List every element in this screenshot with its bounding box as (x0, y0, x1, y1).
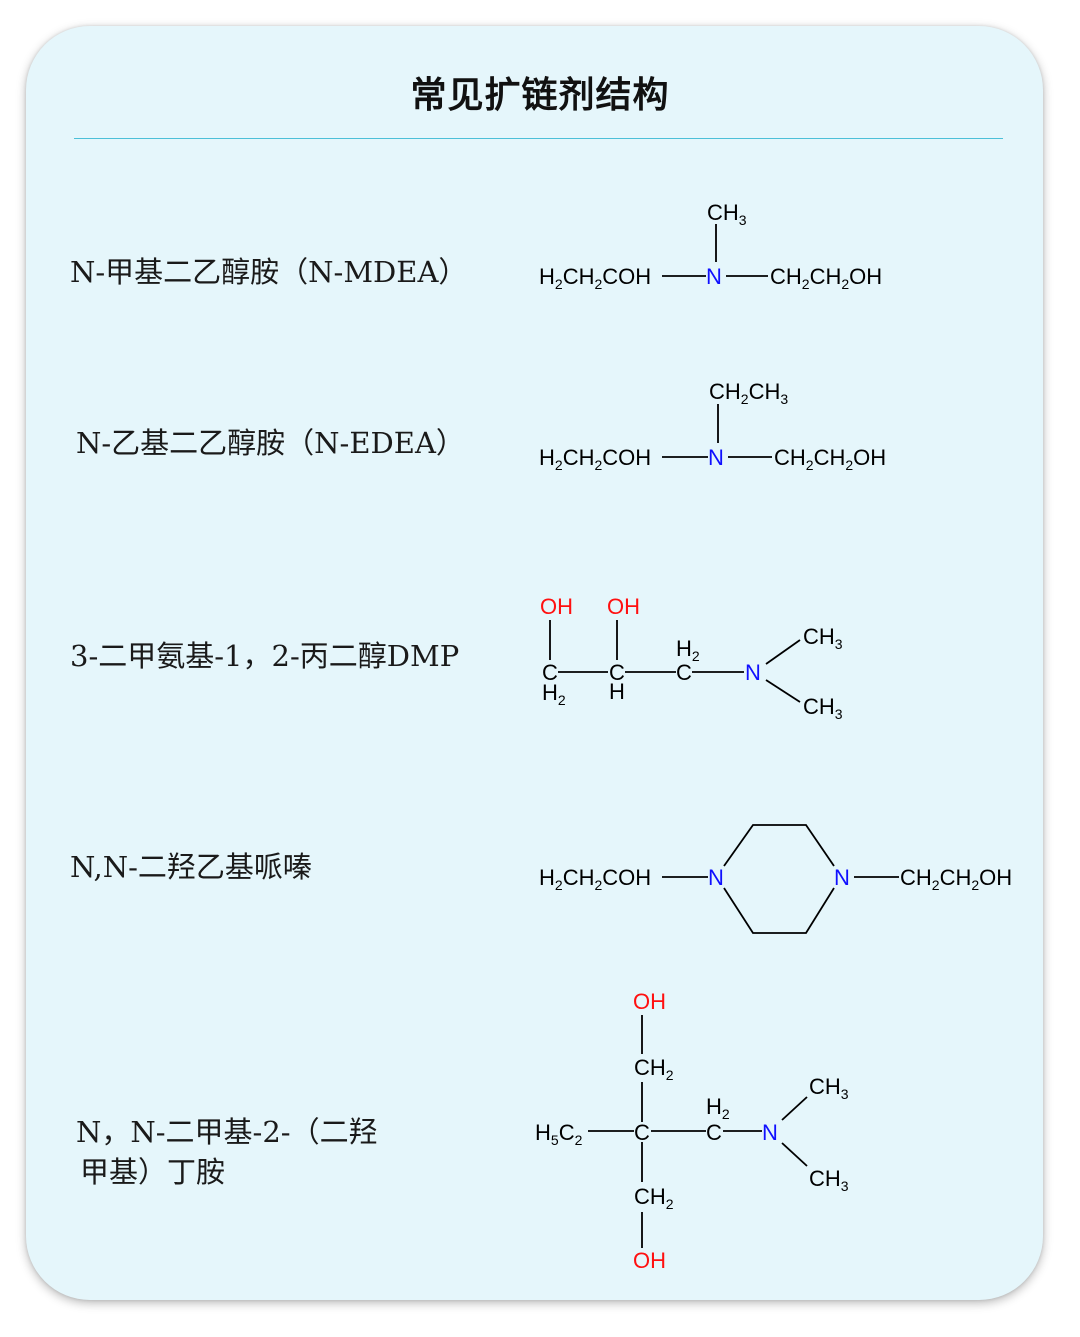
dmp-methyl-up: CH3 (803, 624, 843, 652)
but-ch2-bottom: CH2 (634, 1184, 674, 1212)
but-c-ch2: C (706, 1120, 722, 1145)
dmp-bond-n-me-up (765, 639, 801, 665)
dmp-bond-n-me-down (765, 679, 801, 703)
but-nitrogen: N (762, 1120, 778, 1145)
dmp-c3: C (676, 660, 692, 685)
pip-nitrogen-right: N (834, 865, 850, 890)
edea-left-chain: H2CH2COH (539, 445, 651, 473)
but-ethyl: H5C2 (535, 1120, 583, 1148)
compound-name-mdea: N-甲基二乙醇胺（N-MDEA） (70, 255, 468, 289)
dmp-c2: C (609, 660, 625, 685)
edea-nitrogen: N (708, 445, 724, 470)
mdea-methyl: CH3 (707, 200, 747, 228)
pip-left-chain: H2CH2COH (539, 865, 651, 893)
but-oh-top: OH (633, 989, 666, 1014)
title-divider (74, 138, 1003, 139)
dmp-oh2: OH (607, 594, 640, 619)
edea-right-chain: CH2CH2OH (774, 445, 886, 473)
mdea-nitrogen: N (706, 264, 722, 289)
pip-ring-top (723, 824, 835, 867)
dmp-oh1: OH (540, 594, 573, 619)
pip-nitrogen-left: N (708, 865, 724, 890)
but-oh-bottom: OH (633, 1248, 666, 1273)
page-title: 常见扩链剂结构 (410, 75, 670, 116)
dmp-methyl-down: CH3 (803, 694, 843, 722)
structure-piperazine: H2CH2COH N N CH2CH2OH (539, 824, 1012, 934)
dmp-h2-1: H2 (542, 680, 566, 708)
but-bond-n-me-down (781, 1142, 808, 1167)
but-bond-n-me-up (781, 1096, 808, 1121)
dmp-c1: C (542, 660, 558, 685)
compound-name-butylamine-line2: 甲基）丁胺 (80, 1155, 226, 1189)
structure-edea: H2CH2COH N CH2CH2OH CH2CH3 (539, 379, 886, 473)
structure-dmp: OH OH C H2 C H H2 C N CH3 CH3 (540, 594, 843, 722)
compound-name-edea: N-乙基二乙醇胺（N-EDEA） (76, 426, 465, 460)
mdea-right-chain: CH2CH2OH (770, 264, 882, 292)
mdea-left-chain: H2CH2COH (539, 264, 651, 292)
but-h2: H2 (706, 1094, 730, 1122)
compound-name-butylamine-line1: N，N-二甲基-2-（二羟 (76, 1115, 378, 1149)
edea-ethyl: CH2CH3 (709, 379, 788, 407)
pip-right-chain: CH2CH2OH (900, 865, 1012, 893)
but-ch2-top: CH2 (634, 1055, 674, 1083)
content-card (26, 26, 1043, 1300)
compound-name-piperazine: N,N-二羟乙基哌嗪 (70, 850, 312, 884)
pip-ring-bottom (723, 887, 835, 934)
dmp-nitrogen: N (745, 660, 761, 685)
structure-butylamine: OH CH2 H5C2 C H2 C N CH3 CH3 CH2 OH (535, 989, 849, 1273)
structure-mdea: H2CH2COH N CH2CH2OH CH3 (539, 200, 882, 292)
dmp-h: H (609, 679, 625, 704)
but-c-center: C (634, 1120, 650, 1145)
but-methyl-down: CH3 (809, 1166, 849, 1194)
but-methyl-up: CH3 (809, 1074, 849, 1102)
compound-name-dmp: 3-二甲氨基-1，2-丙二醇DMP (70, 639, 460, 673)
